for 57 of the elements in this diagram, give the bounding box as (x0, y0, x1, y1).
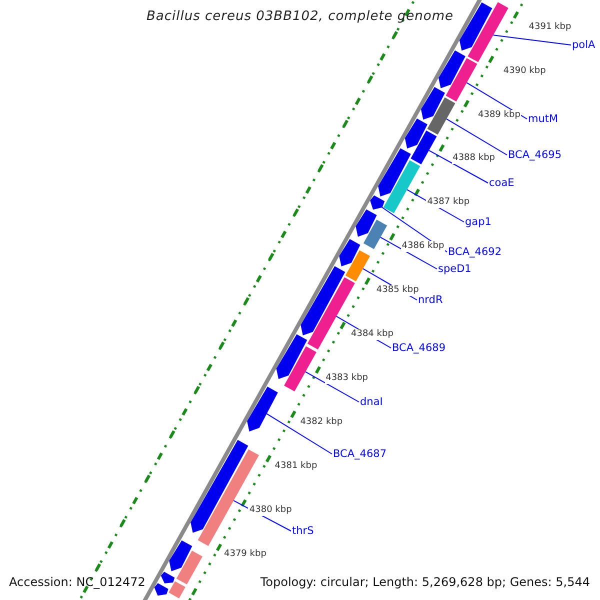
gene-label: gap1 (465, 216, 492, 228)
gene-label: BCA_4689 (392, 342, 446, 354)
scale-label: 4391 kbp (528, 22, 572, 33)
leader-line (380, 236, 438, 270)
gene-block (370, 195, 385, 210)
gene-label: BCA_4695 (508, 148, 562, 162)
scale-label: 4382 kbp (299, 416, 344, 428)
gene-label: mutM (528, 112, 558, 126)
gene-block (420, 87, 445, 120)
scale-label: 4381 kbp (274, 460, 318, 472)
gene-block (160, 572, 175, 584)
scale-label: 4390 kbp (502, 66, 547, 77)
scale-label: 4386 kbp (400, 241, 446, 252)
gene-block (300, 266, 346, 336)
gene-block (459, 2, 492, 51)
gene-label: coaE (489, 176, 514, 190)
gene-label: BCA_4687 (333, 448, 387, 460)
gene-block (168, 581, 186, 598)
gene-block (427, 97, 456, 135)
scale-label: 4384 kbp (350, 329, 394, 340)
scale-label: 4380 kbp (248, 504, 293, 516)
gene-block (284, 346, 316, 392)
scale-label: 4385 kbp (375, 285, 420, 296)
gene-block (446, 58, 478, 102)
leader-line (428, 150, 488, 184)
gene-block (345, 250, 370, 282)
gene-block (438, 50, 466, 88)
accession-text: Accession: NC_012472 (9, 574, 146, 590)
scale-label: 4389 kbp (477, 110, 522, 120)
gene-block (190, 440, 248, 533)
gene-block (404, 118, 428, 148)
gene-block (410, 130, 437, 164)
gene-block (169, 540, 192, 572)
gene-block (247, 386, 278, 432)
gene-label: polA (572, 38, 596, 52)
gene-label: nrdR (418, 294, 443, 306)
leader-line (266, 412, 332, 454)
scale-label: 4387 kbp (426, 197, 471, 208)
gene-block (154, 583, 168, 596)
gene-block (339, 239, 360, 266)
scale-label: 4383 kbp (324, 372, 369, 384)
gene-block (378, 148, 411, 197)
gene-label: BCA_4692 (448, 246, 502, 258)
title: Bacillus cereus 03BB102, complete genome (146, 9, 454, 24)
gene-block (276, 334, 308, 380)
leader-line (466, 82, 528, 120)
leader-line (446, 118, 508, 156)
gene-block (356, 209, 377, 237)
gene-label: speD1 (438, 262, 472, 276)
scale-label: 4379 kbp (223, 548, 268, 560)
scale-label: 4388 kbp (452, 153, 496, 164)
genome-info-text: Topology: circular; Length: 5,269,628 bp; Genes: 5,544 (260, 574, 590, 590)
gene-block (383, 160, 420, 214)
leader-line (305, 371, 360, 402)
gene-label: dnaI (360, 396, 383, 408)
gene-label: thrS (292, 524, 314, 538)
leader-line (492, 34, 572, 46)
